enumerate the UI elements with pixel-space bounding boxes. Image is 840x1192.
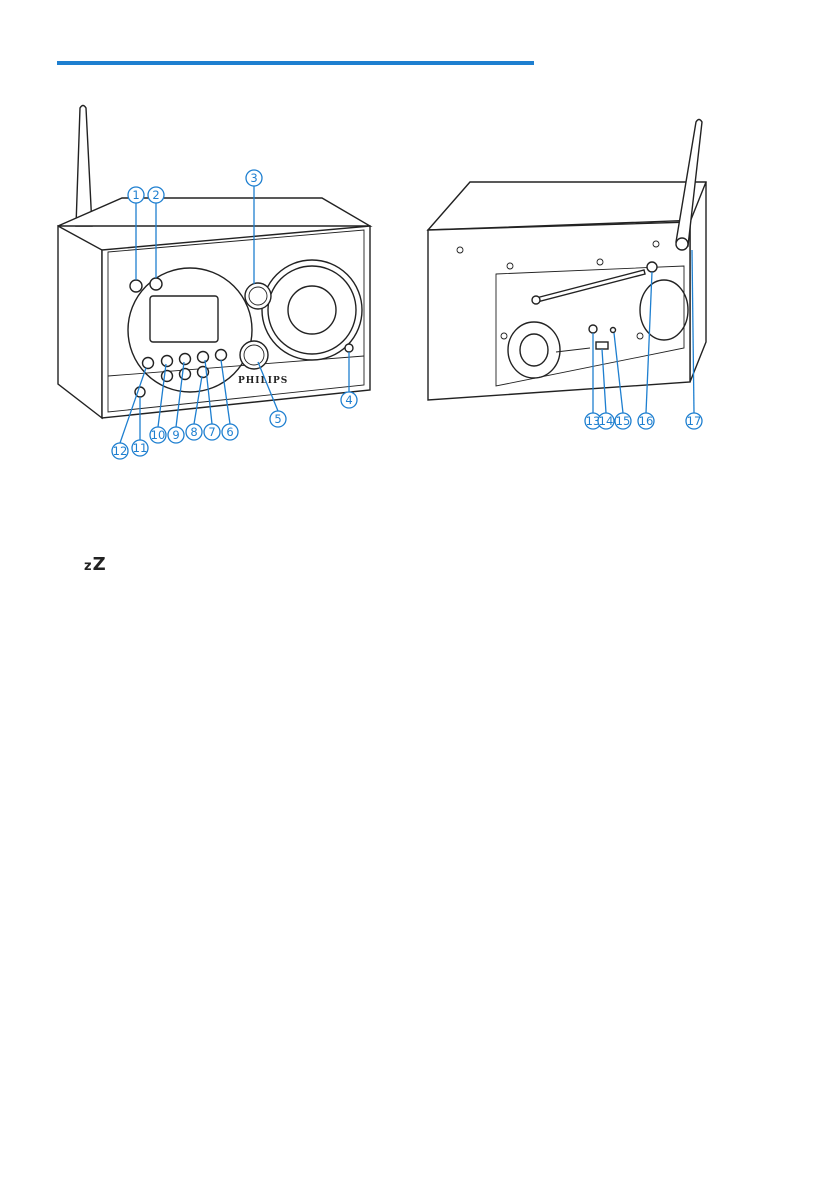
rear-wifi-antenna-base (676, 238, 688, 250)
snooze-icon: zZ (84, 556, 107, 574)
power-button (130, 280, 142, 292)
callout-label: 11 (133, 441, 148, 455)
front-button-9-top (180, 354, 191, 365)
product-overview-figure: PHILIPS (40, 100, 720, 470)
front-left-side (58, 226, 102, 418)
callout-label: 2 (152, 188, 159, 202)
callout-label: 6 (226, 425, 233, 439)
snooze-big-z: Z (93, 554, 107, 575)
front-top-face (58, 198, 370, 226)
front-button-12 (143, 358, 154, 369)
callout-label: 3 (250, 171, 257, 185)
callout-label: 14 (599, 414, 614, 428)
fm-antenna-tip (532, 296, 540, 304)
header-rule (57, 61, 534, 65)
callout-label: 10 (151, 428, 166, 442)
front-button-6 (216, 350, 227, 361)
front-brand-label: PHILIPS (238, 376, 288, 386)
callout-label: 15 (616, 414, 631, 428)
snooze-small-z: z (84, 559, 93, 574)
aux-in-socket (589, 325, 597, 333)
callout-label: 7 (208, 425, 215, 439)
callout-label: 9 (172, 428, 179, 442)
callout-label: 5 (274, 412, 281, 426)
front-button-10-bottom (162, 371, 173, 382)
callout-label: 4 (345, 393, 352, 407)
fm-antenna-socket (647, 262, 657, 272)
callout-label: 17 (687, 414, 702, 428)
front-button-9-bottom (180, 369, 191, 380)
front-button-10-top (162, 356, 173, 367)
headphone-jack (345, 344, 353, 352)
callout-label: 1 (132, 188, 139, 202)
usb-port (596, 342, 608, 349)
rear-view (428, 120, 706, 401)
dc-in-socket (611, 328, 616, 333)
callout-label: 16 (639, 414, 654, 428)
callout-label: 12 (113, 444, 128, 458)
front-button-7-top (198, 352, 209, 363)
display-screen (150, 296, 218, 342)
source-button (150, 278, 162, 290)
front-view: PHILIPS (58, 106, 370, 419)
front-antenna (76, 106, 92, 227)
callout-label: 8 (190, 425, 197, 439)
